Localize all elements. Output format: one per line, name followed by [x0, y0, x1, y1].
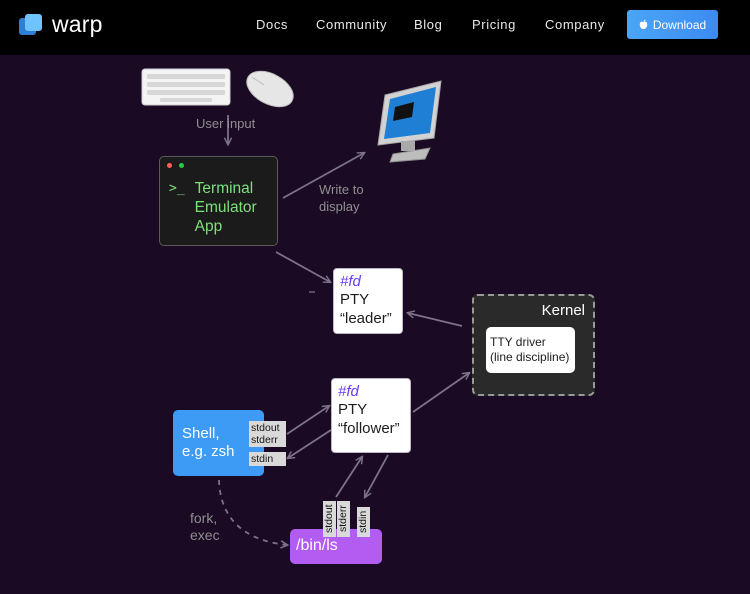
arrow-stdout-to-follower — [286, 406, 329, 435]
diagram-canvas — [141, 68, 750, 594]
nav-link-docs[interactable]: Docs — [256, 17, 289, 32]
caption-write-to-display: Write to display — [319, 182, 364, 214]
shell-stdout-stderr-tag: stdout stderr — [249, 421, 286, 447]
shell-stdin-tag: stdin — [249, 452, 286, 466]
pty-follower-box: #fd PTY “follower” — [331, 378, 411, 453]
warp-logo-icon — [19, 13, 42, 35]
nav-link-company[interactable]: Company — [545, 17, 605, 32]
keyboard-icon — [141, 68, 231, 106]
binls-stdout-tag: stdout — [323, 501, 336, 537]
binls-stderr-tag: stderr — [337, 501, 350, 537]
pty-follower-fd: #fd — [338, 383, 359, 400]
caption-user-input: User input — [196, 116, 256, 131]
shell-box: Shell, e.g. zsh — [173, 410, 264, 476]
monitor-icon — [377, 80, 442, 163]
caption-fork-exec: fork, exec — [190, 510, 220, 543]
download-button[interactable]: Download — [627, 10, 718, 39]
kernel-label: Kernel — [541, 302, 585, 319]
window-max-dot — [179, 163, 184, 168]
arrow-follower-to-binls-in — [365, 454, 389, 497]
kernel-box: Kernel TTY driver (line discipline) — [472, 294, 595, 396]
arrow-follower-to-kernel — [412, 373, 469, 413]
arrow-follower-to-stdin — [288, 429, 332, 458]
arrow-terminal-to-leader — [275, 251, 330, 282]
arrow-write-to-display — [282, 153, 364, 199]
apple-icon — [639, 19, 648, 29]
nav-link-community[interactable]: Community — [316, 17, 388, 32]
brand-name: warp — [52, 11, 103, 37]
shell-label: Shell, e.g. zsh — [182, 425, 235, 460]
nav-link-pricing[interactable]: Pricing — [472, 17, 516, 32]
prompt-icon: >_ — [169, 181, 185, 196]
binls-stdin-tag: stdin — [357, 507, 370, 537]
mouse-icon — [246, 70, 294, 108]
pty-leader-box: #fd PTY “leader” — [333, 268, 403, 334]
navbar: warp Docs Community Blog Pricing Company… — [0, 0, 750, 55]
arrow-kernel-to-leader — [408, 313, 463, 327]
terminal-label: >_ Terminal Emulator App — [169, 180, 257, 235]
tty-driver-box: TTY driver (line discipline) — [486, 327, 575, 373]
arrow-fork-exec — [218, 479, 287, 545]
nav-link-blog[interactable]: Blog — [414, 17, 443, 32]
arrow-binls-out-to-follower — [335, 457, 362, 498]
warp-logo[interactable]: warp — [18, 11, 103, 38]
window-close-dot — [167, 163, 172, 168]
terminal-emulator-box: >_ Terminal Emulator App — [159, 156, 278, 246]
download-button-label: Download — [652, 17, 707, 32]
pty-leader-fd: #fd — [340, 273, 361, 290]
